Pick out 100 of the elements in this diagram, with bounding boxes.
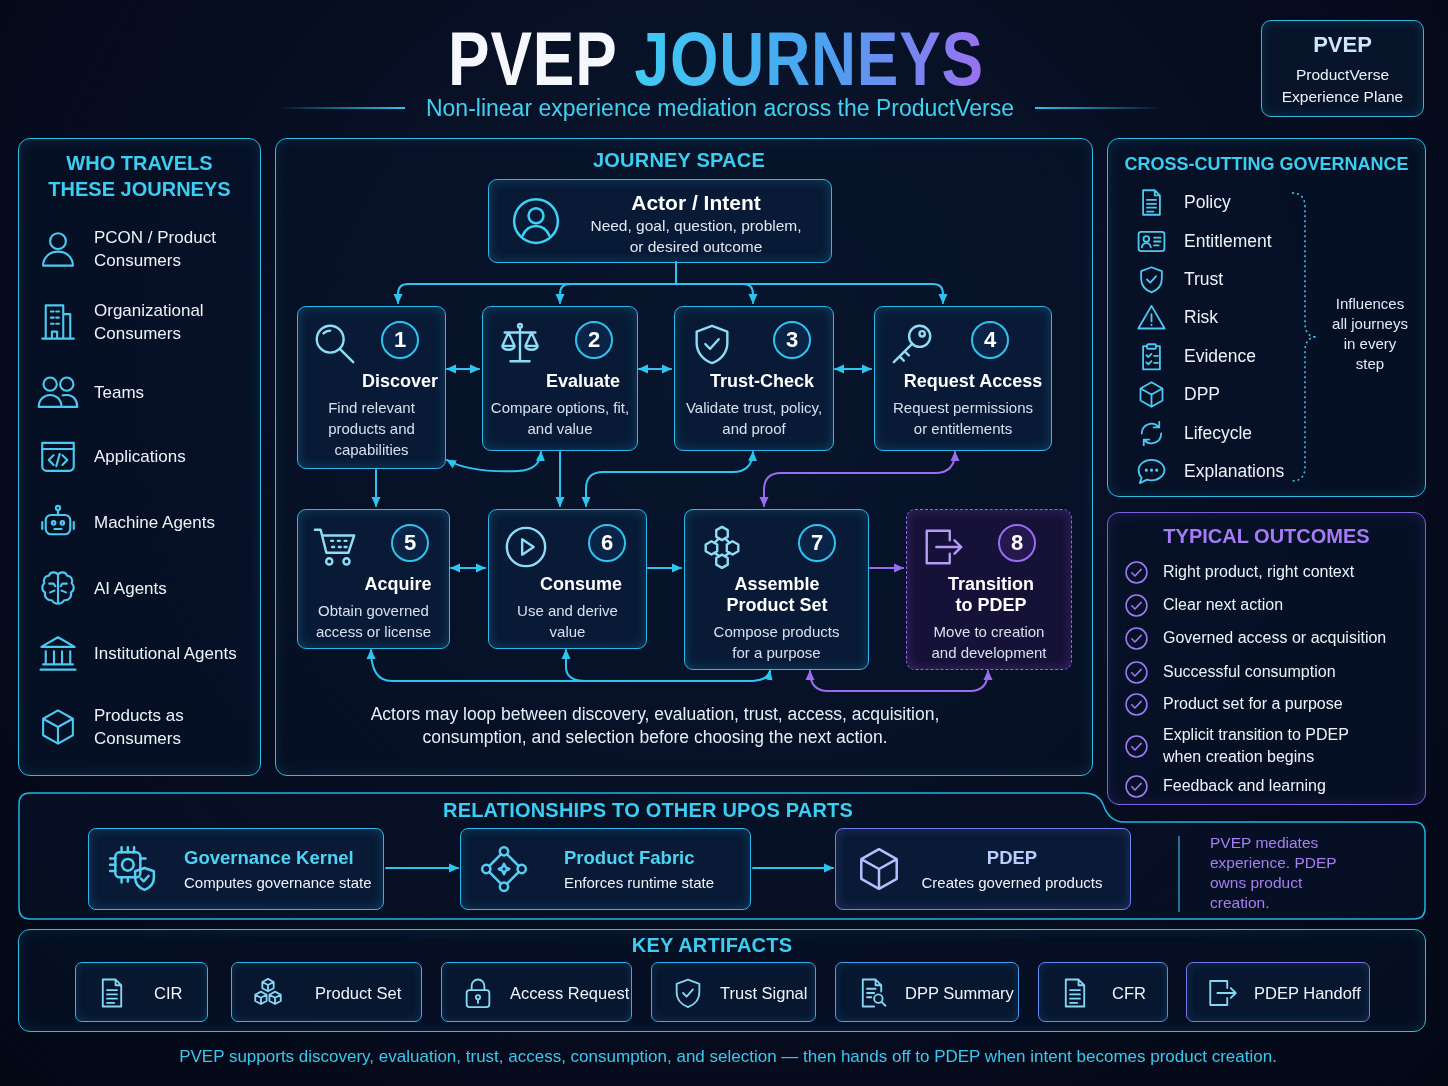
step-card [874, 306, 1052, 451]
list-item: Products as Consumers [94, 705, 185, 750]
double-arrow [759, 451, 960, 507]
list-item: Governed access or acquisition [1163, 628, 1387, 648]
side-note: Influences all journeys in every step [1331, 294, 1409, 374]
caption-text: PVEP supports discovery, evaluation, trust, access, consumption, and selection — then hands off to PDEP when intent becomes product creation. [179, 1046, 1277, 1068]
list-item: Product set for a purpose [1163, 694, 1343, 714]
list-item: Lifecycle [1184, 421, 1253, 445]
step-card [684, 509, 869, 670]
step-description: Compare options, fit, and value [489, 398, 631, 439]
arrow [752, 863, 834, 873]
step-description: Request permissions or entitlements [891, 398, 1035, 439]
list-item: Explanations [1184, 459, 1285, 483]
arrow [932, 283, 948, 304]
info-card [1261, 20, 1424, 117]
arrow [869, 563, 904, 573]
list-item: Risk [1184, 305, 1219, 329]
artifacts-panel [18, 929, 1426, 1032]
step-number: 3 [773, 321, 811, 359]
step-title: Transition to PDEP [947, 574, 1035, 616]
step-title: Assemble Product Set [725, 574, 829, 616]
artifact-card [441, 962, 632, 1022]
panel-heading: TYPICAL OUTCOMES [1163, 524, 1370, 549]
artifact-label: Access Request [510, 983, 630, 1003]
panel-heading: KEY ARTIFACTS [631, 933, 793, 957]
double-arrow [834, 364, 872, 374]
artifact-card [1186, 962, 1370, 1022]
panel-heading: WHO TRAVELS THESE JOURNEYS [47, 151, 232, 202]
artifact-label: CIR [154, 983, 183, 1003]
arrow [371, 469, 381, 507]
list-item: PCON / Product Consumers [94, 227, 217, 272]
step-number: 1 [381, 321, 419, 359]
double-arrow [366, 649, 772, 682]
artifact-label: DPP Summary [905, 983, 1014, 1003]
double-arrow [805, 670, 993, 692]
step-card [674, 306, 834, 451]
card-title: Actor / Intent [631, 190, 761, 215]
step-number: 4 [971, 321, 1009, 359]
list-item: Successful consumption [1163, 662, 1336, 682]
card-subtitle: ProductVerse Experience Plane [1280, 65, 1405, 107]
card-title: Governance Kernel [184, 847, 354, 869]
panel-heading: JOURNEY SPACE [593, 148, 765, 172]
step-description: Validate trust, policy, and proof [684, 398, 824, 439]
step-description: Obtain governed access or license [314, 601, 433, 642]
double-arrow [446, 364, 480, 374]
artifact-card [651, 962, 816, 1022]
list-item: AI Agents [94, 577, 167, 600]
list-item: Organizational Consumers [94, 300, 205, 345]
artifact-label: Trust Signal [720, 983, 808, 1003]
step-title: Request Access [903, 371, 1043, 392]
double-arrow [446, 451, 545, 473]
artifact-card [75, 962, 208, 1022]
relationships-panel [18, 792, 1426, 920]
arrow [555, 451, 565, 507]
list-item: Machine Agents [94, 511, 215, 534]
card-description: Computes governance state [184, 873, 372, 893]
arrow [561, 649, 771, 682]
double-arrow [581, 451, 757, 507]
list-item: Feedback and learning [1163, 776, 1326, 796]
step-description: Use and derive value [516, 601, 619, 642]
step-title: Discover [361, 371, 438, 392]
artifact-card [231, 962, 422, 1022]
artifact-label: Product Set [315, 983, 402, 1003]
step-title: Evaluate [545, 371, 620, 392]
double-arrow [638, 364, 672, 374]
list-item: Clear next action [1163, 595, 1284, 615]
card-title: PDEP [986, 847, 1038, 869]
step-title: Acquire [364, 574, 432, 595]
list-item: Evidence [1184, 344, 1256, 368]
card-description: Creates governed products [921, 873, 1103, 893]
artifact-card [835, 962, 1019, 1022]
list-item: Applications [94, 445, 186, 468]
side-panel [18, 138, 261, 776]
artifact-label: CFR [1112, 983, 1146, 1003]
card-description: Need, goal, question, problem, or desired outcome [589, 216, 803, 257]
list-item: Explicit transition to PDEP when creation begins [1163, 725, 1350, 767]
actor-card [488, 179, 832, 263]
double-arrow [450, 563, 486, 573]
step-number: 5 [391, 524, 429, 562]
connector-line [407, 261, 934, 285]
journey-panel [275, 138, 1093, 776]
side-note: PVEP mediates experience. PDEP owns product creation. [1210, 833, 1338, 913]
panel-heading: RELATIONSHIPS TO OTHER UPOS PARTS [443, 798, 853, 822]
step-card [488, 509, 647, 649]
artifact-card [1038, 962, 1168, 1022]
list-item: Entitlement [1184, 229, 1272, 253]
step-number: 6 [588, 524, 626, 562]
card-description: Enforces runtime state [564, 873, 715, 893]
list-item: Institutional Agents [94, 642, 237, 665]
list-item: Teams [94, 381, 145, 404]
step-title: Trust-Check [710, 371, 814, 392]
step-card [906, 509, 1072, 670]
step-description: Move to creation and development [930, 622, 1048, 663]
step-number: 7 [798, 524, 836, 562]
component-card [88, 828, 384, 910]
artifact-label: PDEP Handoff [1254, 983, 1361, 1003]
list-item: DPP [1184, 382, 1220, 406]
step-description: Find relevant products and capabilities [327, 398, 416, 460]
card-title: Product Fabric [564, 847, 695, 869]
step-card [297, 509, 450, 649]
